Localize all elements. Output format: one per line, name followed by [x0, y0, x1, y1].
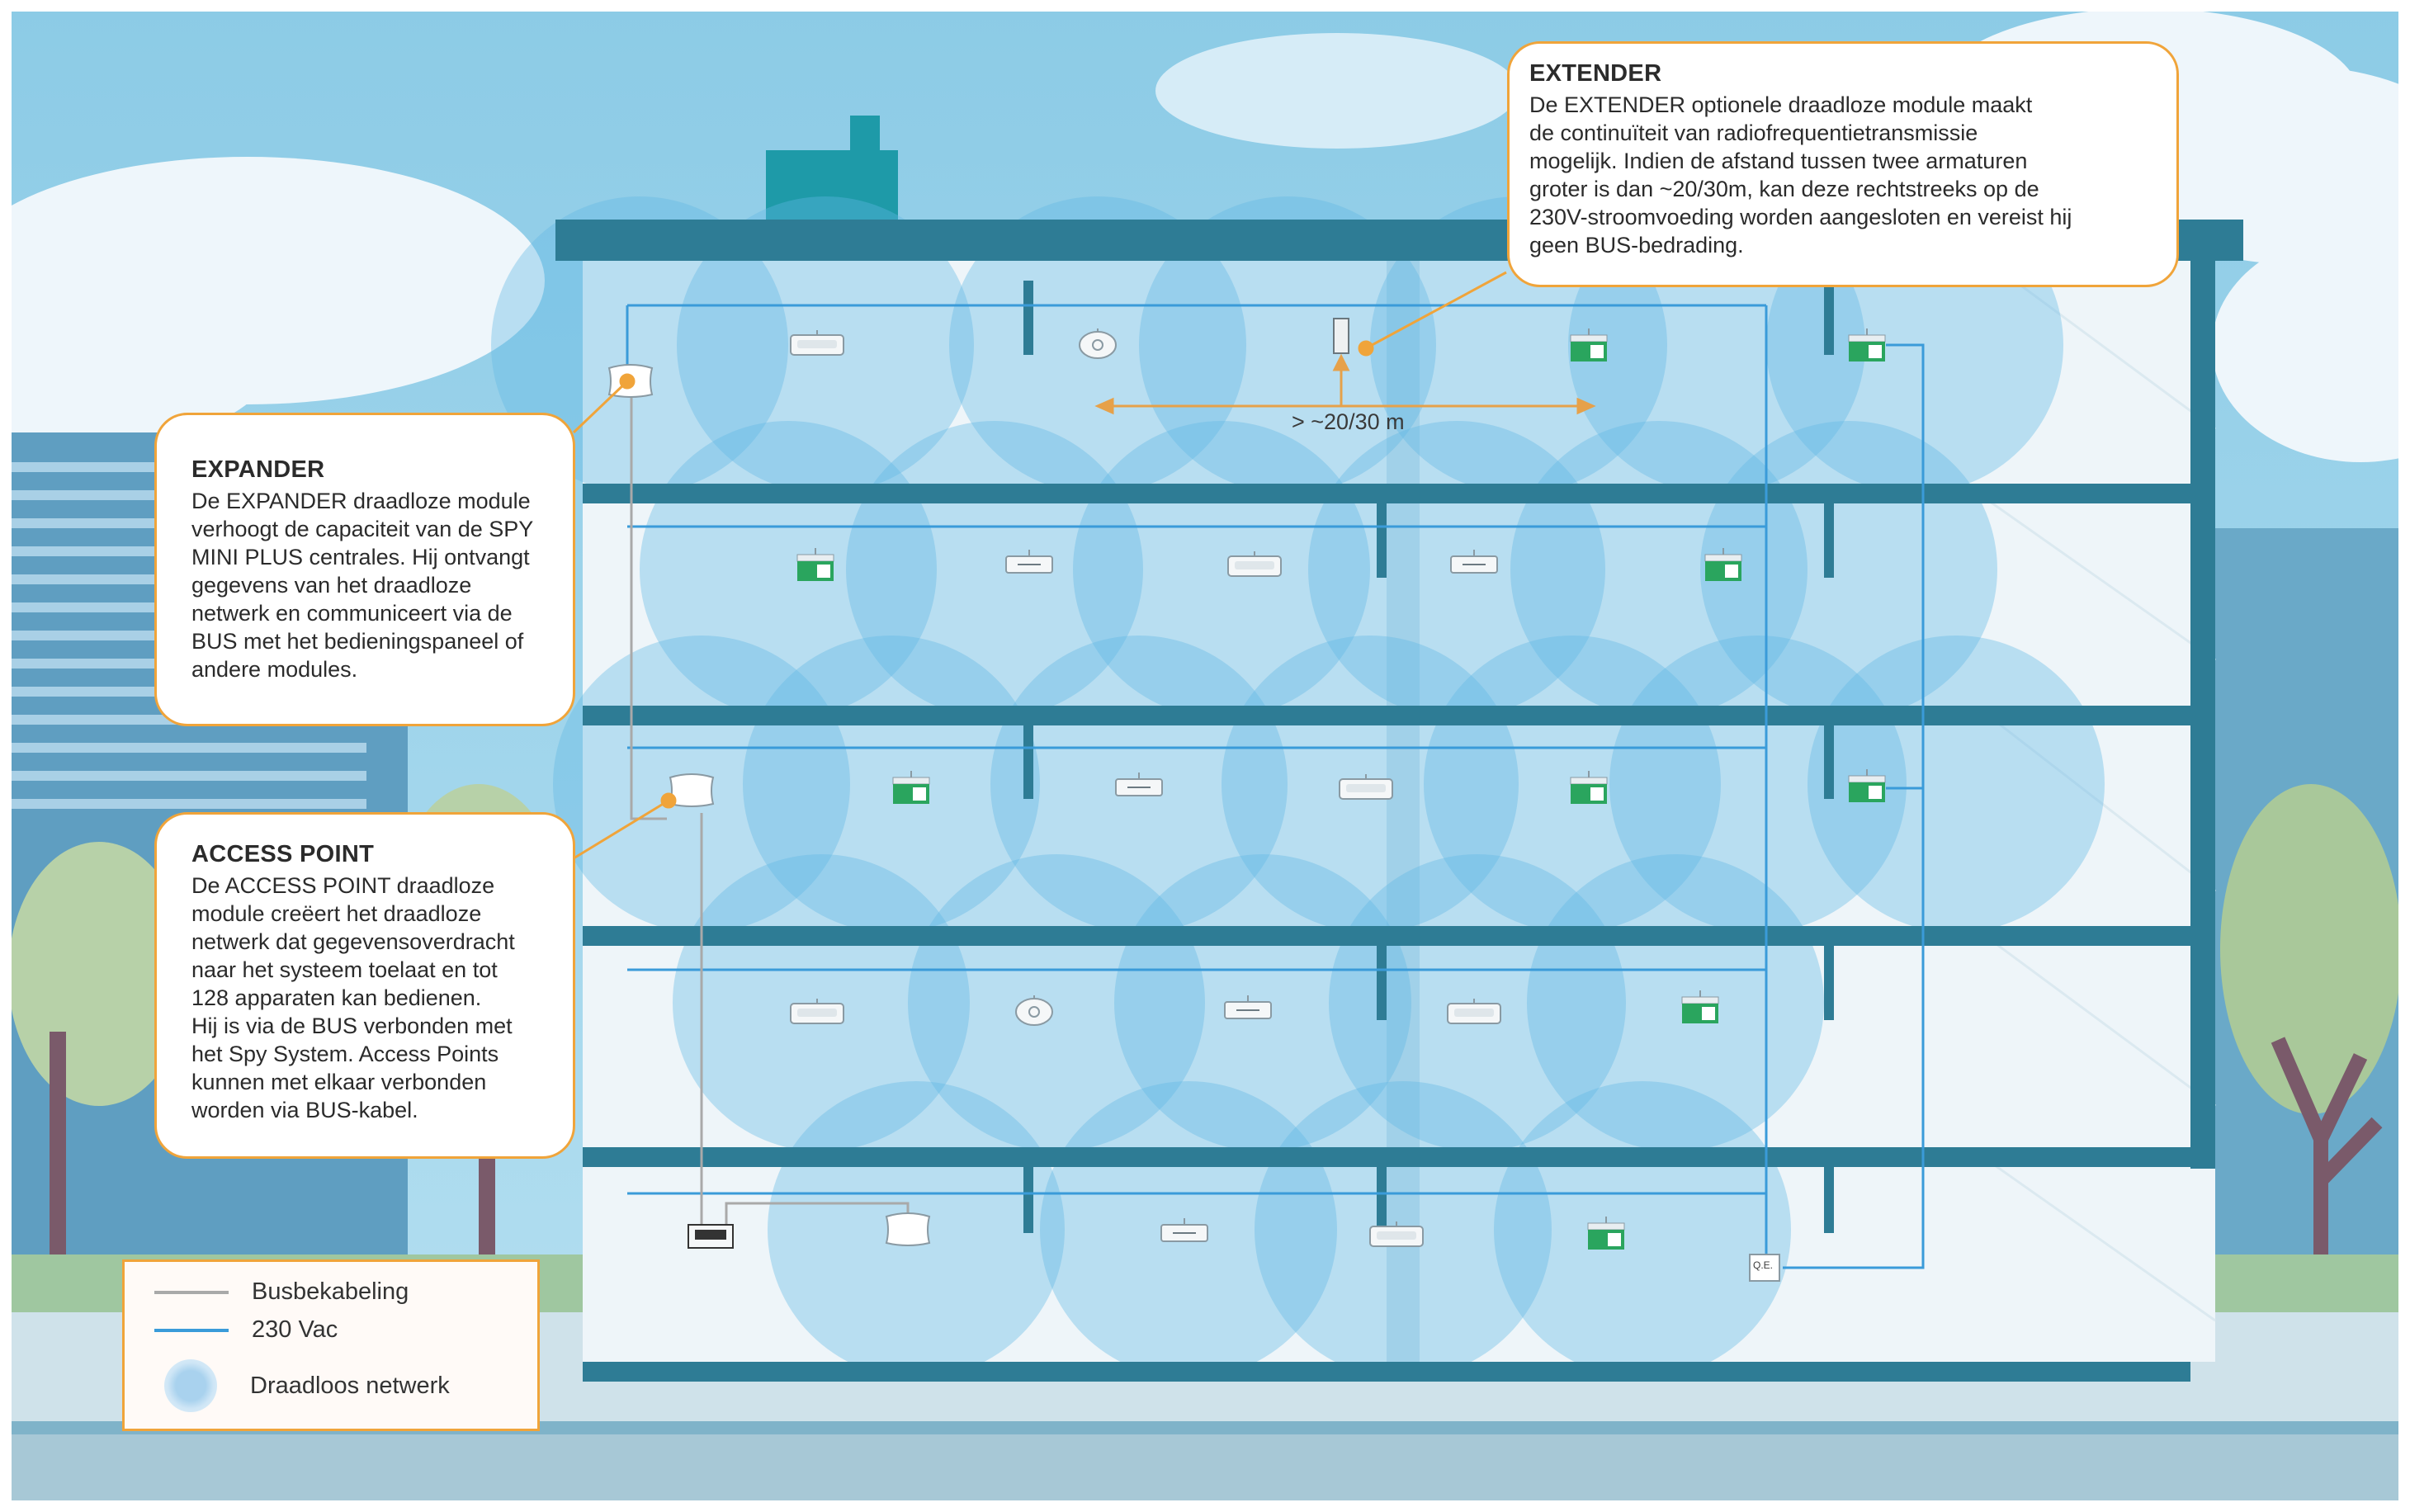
expander-text: De EXPANDER draadloze module verhoogt de…: [191, 487, 555, 683]
legend-bus-label: Busbekabeling: [252, 1278, 409, 1306]
legend-item-network: Draadloos netwerk: [154, 1359, 450, 1412]
exit-sign-housing: [1588, 1223, 1624, 1230]
window-stripe: [12, 743, 366, 753]
floor-slab: [583, 926, 2190, 946]
expander-callout: EXPANDER De EXPANDER draadloze module ve…: [154, 413, 575, 726]
street: [0, 1434, 2410, 1512]
wireless-module: [886, 1213, 929, 1245]
legend-item-vac: 230 Vac: [154, 1316, 338, 1344]
fixture-lens: [797, 1009, 837, 1017]
floor-slab: [583, 1147, 2190, 1167]
legend-network-label: Draadloos netwerk: [250, 1373, 450, 1400]
interior-post: [1377, 946, 1387, 1020]
exit-sign-housing: [1571, 335, 1607, 342]
extender-text: De EXTENDER optionele draadloze module m…: [1529, 91, 2157, 259]
exit-sign-arrow-box: [1725, 565, 1738, 578]
right-wall: [2190, 220, 2215, 1169]
legend-item-bus: Busbekabeling: [154, 1278, 409, 1306]
exit-sign-housing: [1705, 555, 1741, 561]
network-swatch: [164, 1359, 217, 1412]
sensor: [1016, 999, 1052, 1025]
bus-line-swatch: [154, 1291, 229, 1294]
interior-post: [1023, 281, 1033, 355]
extender-module: [1334, 319, 1349, 353]
window-stripe: [12, 771, 366, 781]
floor-slab: [583, 484, 2190, 503]
control-panel-display: [695, 1230, 726, 1240]
sensor: [1080, 332, 1116, 358]
fixture-lens: [1235, 561, 1274, 569]
exit-sign-arrow-box: [1702, 1007, 1715, 1020]
interior-post: [1377, 503, 1387, 578]
exit-sign-housing: [1571, 777, 1607, 784]
exit-sign-housing: [1849, 776, 1885, 782]
exit-sign-arrow-box: [1590, 345, 1604, 358]
access-point-text: De ACCESS POINT draadloze module creëert…: [191, 872, 555, 1124]
exit-sign-housing: [797, 555, 834, 561]
access-point-title: ACCESS POINT: [191, 841, 555, 868]
interior-post: [1824, 946, 1834, 1020]
fixture-lens: [797, 340, 837, 348]
qe-label: Q.E.: [1753, 1259, 1773, 1271]
vac-line-swatch: [154, 1329, 229, 1332]
exit-sign-arrow-box: [817, 565, 830, 578]
interior-post: [1023, 725, 1033, 799]
interior-post: [1824, 1167, 1834, 1233]
exit-sign-arrow-box: [913, 787, 926, 801]
extender-callout: EXTENDER De EXTENDER optionele draadloze…: [1507, 41, 2179, 287]
legend: Busbekabeling 230 Vac Draadloos netwerk: [122, 1259, 540, 1431]
distance-label: > ~20/30 m: [1292, 409, 1405, 435]
access-point-callout: ACCESS POINT De ACCESS POINT draadloze m…: [154, 812, 575, 1159]
interior-post: [1824, 281, 1834, 355]
fixture-lens: [1377, 1231, 1416, 1240]
exit-sign-housing: [1682, 997, 1718, 1004]
floor-slab: [583, 706, 2190, 725]
fixture-lens: [1454, 1009, 1494, 1017]
window-stripe: [12, 799, 366, 809]
wireless-module: [670, 774, 713, 806]
interior-post: [1023, 1167, 1033, 1233]
exit-sign-housing: [1849, 335, 1885, 342]
interior-post: [1824, 725, 1834, 799]
exit-sign-arrow-box: [1590, 787, 1604, 801]
exit-sign-housing: [893, 777, 929, 784]
fixture-lens: [1346, 784, 1386, 792]
interior-post: [1824, 503, 1834, 578]
exit-sign-arrow-box: [1869, 786, 1882, 799]
exit-sign-arrow-box: [1869, 345, 1882, 358]
interior-post: [1377, 1167, 1387, 1233]
exit-sign-arrow-box: [1608, 1233, 1621, 1246]
expander-title: EXPANDER: [191, 456, 555, 484]
extender-title: EXTENDER: [1529, 60, 2157, 87]
legend-vac-label: 230 Vac: [252, 1316, 338, 1344]
wireless-coverage-circle: [1494, 1081, 1791, 1378]
floor-slab: [583, 1362, 2190, 1382]
